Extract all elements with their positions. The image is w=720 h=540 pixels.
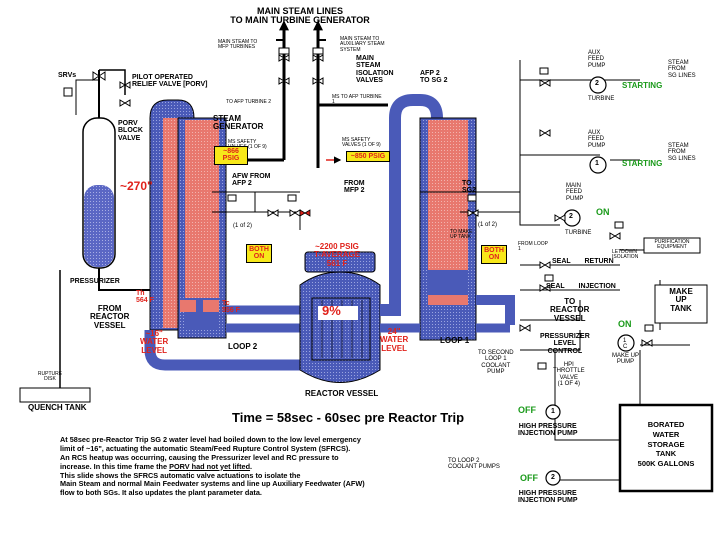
srvs-label: SRVs <box>58 72 77 79</box>
pressurizer-label: PRESSURIZER <box>70 278 120 285</box>
to-afp-turbine2-label: TO AFP TURBINE 2 <box>226 99 272 105</box>
to-mfp-turbines-label: MAIN STEAM TO MFP TURBINES <box>218 39 258 51</box>
to-aux-steam-label: MAIN STEAM TO AUXILIARY STEAM SYSTEM <box>340 36 385 53</box>
afw-from-afp2-label: AFW FROM AFP 2 <box>232 173 271 188</box>
reactor-power-label: 9% <box>322 303 341 318</box>
hpi-pump2-off-label: OFF <box>520 473 538 483</box>
porv-label: PILOT OPERATED RELIEF VALVE [PORV] <box>132 74 208 89</box>
to-second-loop1-pump-label: TO SECOND LOOP 1 COOLANT PUMP <box>478 350 514 375</box>
seal-return-label: SEAL RETURN <box>552 258 614 265</box>
pressurizer <box>59 69 160 390</box>
makeup-pump-label: MAKE UP PUMP <box>612 353 640 366</box>
steam-line-valves <box>278 47 324 85</box>
makeup-pump-number: 1 C <box>623 338 628 351</box>
from-loop1-label: FROM LOOP 1 <box>518 241 548 253</box>
steam-from-sg-a-label: STEAM FROM SG LINES <box>668 60 696 79</box>
to-loop2-pumps-label: TO LOOP 2 COOLANT PUMPS <box>448 458 500 471</box>
sg2-pressure-badge: ~866 PSIG <box>214 146 248 165</box>
quench-tank-label: QUENCH TANK <box>28 403 87 412</box>
msiv-label: MAIN STEAM ISOLATION VALVES <box>356 55 394 85</box>
to-reactor-vessel-label: TO REACTOR VESSEL <box>550 297 590 323</box>
loop1-label: LOOP 1 <box>440 336 470 345</box>
rcs-pressure-label: ~2200 PSIG T-AVERAGE 561 F <box>313 242 361 268</box>
aux-feed-pump-a-label: AUX FEED PUMP <box>588 50 606 69</box>
th-label: Th 564 F <box>136 290 154 305</box>
makeup-tank-label: MAKE UP TANK <box>669 287 693 313</box>
sg1-one-of-two-label: (1 of 2) <box>478 222 498 228</box>
bwst-label: BORATED WATER STORAGE TANK 500K GALLONS <box>637 420 695 468</box>
purification-box <box>643 237 701 254</box>
sg2-water-level-label: ~16" WATER LEVEL <box>140 329 169 355</box>
hpi-pump1-number: 1 <box>551 408 555 415</box>
makeup-tank-box <box>654 284 708 324</box>
sg1-pressure-badge: ~850 PSIG <box>346 151 390 163</box>
sg1-loop-piping <box>380 94 515 341</box>
bwst-box <box>618 403 714 493</box>
purification-label: PURIFICATION EQUIPMENT <box>654 239 690 251</box>
steam-generator-label: STEAM GENERATOR <box>213 114 264 132</box>
sg1-water-level-label: 24" WATER LEVEL <box>380 327 409 353</box>
reactor-vessel <box>299 251 381 383</box>
mfp-turbine-label: TURBINE <box>565 230 592 236</box>
sg2-one-of-two-label: (1 of 2) <box>233 223 253 229</box>
rupture-disk-label: RUPTURE DISK <box>37 371 63 383</box>
aux-pump1-number: 1 <box>595 160 599 167</box>
from-mfp2-label: FROM MFP 2 <box>344 180 365 195</box>
seal-injection-label: SEAL INJECTION <box>546 283 616 290</box>
aux-pump1-starting-label: STARTING <box>622 159 663 168</box>
mfp2-on-label: ON <box>596 207 610 217</box>
valve-symbols <box>227 67 654 370</box>
aux-pump2-number: 2 <box>595 80 599 87</box>
hpi-pump1-off-label: OFF <box>518 405 536 415</box>
aux-pump2-starting-label: STARTING <box>622 81 663 90</box>
narrative-text: At 58sec pre-Reactor Trip SG 2 water lev… <box>60 435 365 498</box>
tc-label: Tc 556 F <box>222 300 240 315</box>
turbine-a-label: TURBINE <box>588 96 615 102</box>
sg1-ms-safety-valves-label: MS SAFETY VALVES (1 OF 9) <box>342 137 381 149</box>
sg1-both-on-badge: BOTH ON <box>481 245 507 264</box>
to-makeup-tank-label: TO MAKE UP TANK <box>450 229 473 241</box>
hpi-throttle-valve-label: HPI THROTTLE VALVE (1 OF 4) <box>553 362 585 387</box>
makeup-on-label: ON <box>618 319 632 329</box>
sg2-both-on-badge: BOTH ON <box>246 244 272 263</box>
pressurizer-level-label: ~270" <box>120 179 153 193</box>
aux-feed-pump-b-label: AUX FEED PUMP <box>588 130 606 149</box>
main-steam-lines-label: MAIN STEAM LINES TO MAIN TURBINE GENERAT… <box>230 6 370 26</box>
reactor-vessel-label: REACTOR VESSEL <box>305 389 379 398</box>
ms-to-afp-turbine1-label: MS TO AFP TURBINE 1 <box>332 94 382 106</box>
mfp2-number: 2 <box>569 213 573 220</box>
hpi-pump2-label: HIGH PRESSURE INJECTION PUMP <box>518 490 578 505</box>
afp2-to-sg2-label: AFP 2 TO SG 2 <box>420 70 448 85</box>
from-reactor-vessel-label: FROM REACTOR VESSEL <box>90 304 130 330</box>
main-feed-pump-label: MAIN FEED PUMP <box>566 183 584 202</box>
sg2-loop-piping <box>144 99 300 371</box>
to-sg2-label: TO SG2 <box>462 180 477 195</box>
letdown-isolation-label: LETDOWN ISOLATION <box>612 249 639 261</box>
pump-circles <box>545 76 635 486</box>
hpi-pump1-label: HIGH PRESSURE INJECTION PUMP <box>518 423 578 438</box>
time-caption: Time = 58sec - 60sec pre Reactor Trip <box>232 410 465 425</box>
steam-from-sg-b-label: STEAM FROM SG LINES <box>668 143 696 162</box>
hpi-pump2-number: 2 <box>551 474 555 481</box>
loop2-label: LOOP 2 <box>228 342 258 351</box>
quench-tank-box <box>19 387 91 403</box>
porv-block-valve-label: PORV BLOCK VALVE <box>118 120 143 142</box>
pzr-level-control-label: PRESSURIZER LEVEL CONTROL <box>540 333 590 355</box>
